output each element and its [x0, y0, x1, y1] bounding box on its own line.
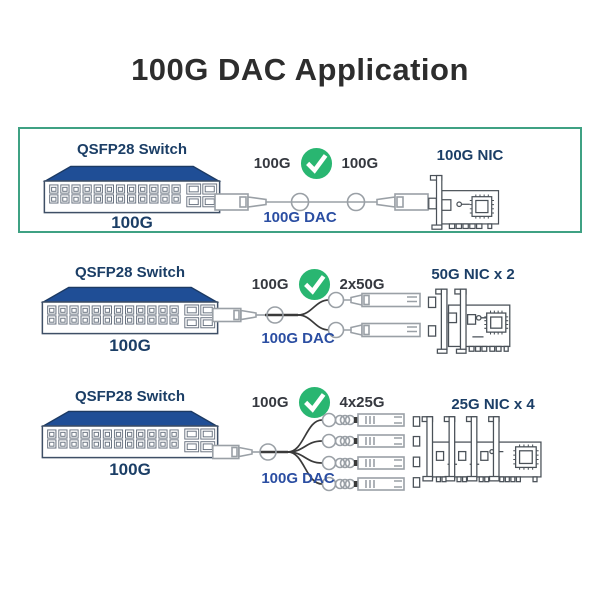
speed-match-line: 100G 100G [232, 147, 408, 180]
nic-card-icon [427, 171, 505, 233]
page-title: 100G DAC Application [131, 52, 469, 87]
target-speed-label: 4x25G [339, 394, 385, 411]
source-speed-label: 100G [253, 155, 291, 172]
switch-label: QSFP28 Switch [74, 264, 186, 281]
switch-speed-label: 100G [109, 336, 151, 355]
nic-label: 25G NIC x 4 [451, 396, 535, 413]
speed-match-line: 100G 2x50G [230, 268, 406, 301]
source-speed-label: 100G [251, 394, 289, 411]
switch-speed-label: 100G [109, 460, 151, 479]
check-circle-icon [300, 147, 333, 180]
target-speed-label: 2x50G [339, 276, 385, 293]
dac-cable-label: 100G DAC [263, 209, 337, 226]
qsfp28-switch-icon [42, 165, 222, 214]
row-100g-to-2x50g: QSFP28 Switch 100G 100G 2x50G 100G DAC 5… [18, 252, 582, 382]
dac-cable-label: 100G DAC [261, 470, 335, 487]
target-speed-label: 100G [341, 155, 379, 172]
nic-cards-x4-icon [402, 412, 558, 488]
speed-match-line: 100G 4x25G [230, 386, 406, 419]
nic-label: 100G NIC [436, 147, 504, 164]
switch-label: QSFP28 Switch [74, 388, 186, 405]
nic-cards-x2-icon [418, 286, 522, 356]
dac-cable-label: 100G DAC [261, 330, 335, 347]
row-100g-to-100g: QSFP28 Switch 100G 100G 100G 100G DAC 10… [18, 127, 582, 233]
qsfp28-switch-icon [40, 410, 220, 459]
switch-label: QSFP28 Switch [76, 141, 188, 158]
nic-label: 50G NIC x 2 [431, 266, 515, 283]
row-100g-to-4x25g: QSFP28 Switch 100G 100G 4x25G 100G DAC 2… [18, 372, 582, 524]
source-speed-label: 100G [251, 276, 289, 293]
qsfp28-switch-icon [40, 286, 220, 335]
switch-speed-label: 100G [111, 213, 153, 232]
